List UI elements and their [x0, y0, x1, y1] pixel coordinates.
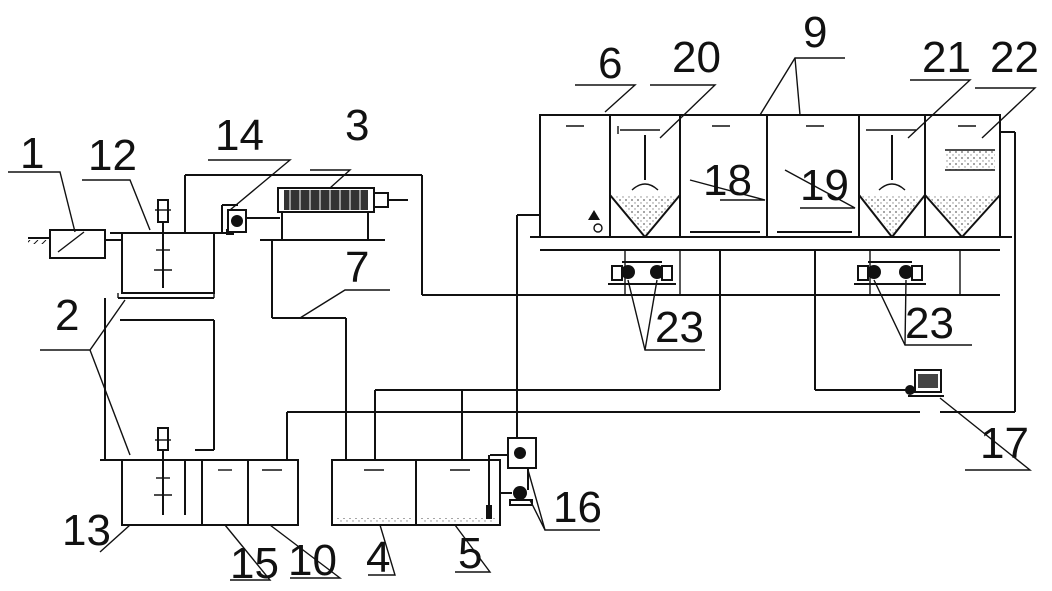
label-19: 19 — [800, 161, 849, 210]
label-2: 2 — [55, 291, 79, 340]
tank-12 — [110, 199, 234, 299]
screen-unit-1 — [28, 229, 122, 259]
label-9: 9 — [803, 8, 827, 57]
leader-lines — [8, 57, 1037, 581]
pump-group-23-right — [854, 261, 926, 285]
filter-press-3 — [260, 187, 408, 241]
label-15: 15 — [230, 539, 279, 588]
tank-13 — [100, 427, 203, 526]
tank-19 — [766, 114, 860, 238]
tank-20 — [609, 114, 681, 238]
tank-4 — [331, 459, 417, 526]
label-3: 3 — [345, 101, 369, 150]
label-18: 18 — [703, 156, 752, 205]
label-23-right: 23 — [905, 299, 954, 348]
pump-group-23-left — [608, 261, 676, 285]
tank-22 — [924, 114, 1015, 238]
label-6: 6 — [598, 39, 622, 88]
tank-15 — [201, 459, 249, 526]
label-21: 21 — [922, 33, 971, 82]
label-13: 13 — [62, 506, 111, 555]
tank-21 — [858, 114, 926, 238]
label-4: 4 — [366, 533, 390, 582]
label-1: 1 — [20, 129, 44, 178]
label-17: 17 — [980, 419, 1029, 468]
label-10: 10 — [288, 536, 337, 585]
label-22: 22 — [990, 33, 1039, 82]
tank-5 — [415, 455, 501, 526]
number-labels: 1 12 14 3 2 7 6 20 9 21 22 18 19 23 23 1… — [20, 8, 1039, 588]
label-20: 20 — [672, 33, 721, 82]
label-14: 14 — [215, 111, 264, 160]
tank-6 — [539, 114, 611, 238]
pump-16 — [490, 437, 537, 506]
blower-17 — [895, 369, 944, 397]
label-5: 5 — [458, 529, 482, 578]
pipe-network — [104, 132, 1016, 460]
label-23-left: 23 — [655, 303, 704, 352]
tank-18 — [679, 114, 768, 238]
right-block-base — [530, 236, 1012, 295]
label-7: 7 — [345, 243, 369, 292]
label-12: 12 — [88, 131, 137, 180]
pump-14 — [221, 204, 280, 233]
label-16: 16 — [553, 483, 602, 532]
tank-10 — [247, 459, 299, 526]
